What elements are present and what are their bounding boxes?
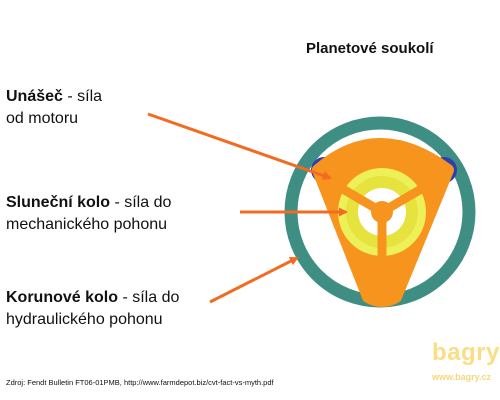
label-carrier-desc-line2: od motoru [6, 110, 79, 127]
logo-wordmark: bagry [432, 340, 500, 366]
label-sun-gear-desc: - síla do [110, 194, 172, 211]
label-sun-gear-term: Sluneční kolo [6, 194, 111, 211]
logo-url: www.bagry.cz [432, 372, 492, 382]
carrier-hub [371, 201, 393, 223]
label-sun-gear-desc-line2: mechanického pohonu [6, 216, 168, 233]
carrier-spokes [319, 173, 445, 289]
bagry-logo: bagry www.bagry.cz [432, 340, 500, 390]
label-ring-gear-desc: - síla do [118, 289, 180, 306]
page-title: Planetové soukolí [306, 40, 434, 57]
label-ring-gear: Korunové kolo - síla do hydraulického po… [6, 287, 179, 331]
label-carrier: Unášeč - síla od motoru [6, 86, 102, 130]
source-citation: Zdroj: Fendt Bulletin FT06-01PMB, http:/… [6, 378, 274, 387]
label-ring-gear-desc-line2: hydraulického pohonu [6, 311, 163, 328]
label-ring-gear-term: Korunové kolo [6, 289, 119, 306]
arrow-to-ring-gear [209, 256, 299, 304]
arrow-to-carrier [147, 112, 332, 180]
label-carrier-desc: - síla [62, 88, 103, 105]
label-sun-gear: Sluneční kolo - síla do mechanického poh… [6, 192, 171, 236]
label-carrier-term: Unášeč [6, 88, 63, 105]
